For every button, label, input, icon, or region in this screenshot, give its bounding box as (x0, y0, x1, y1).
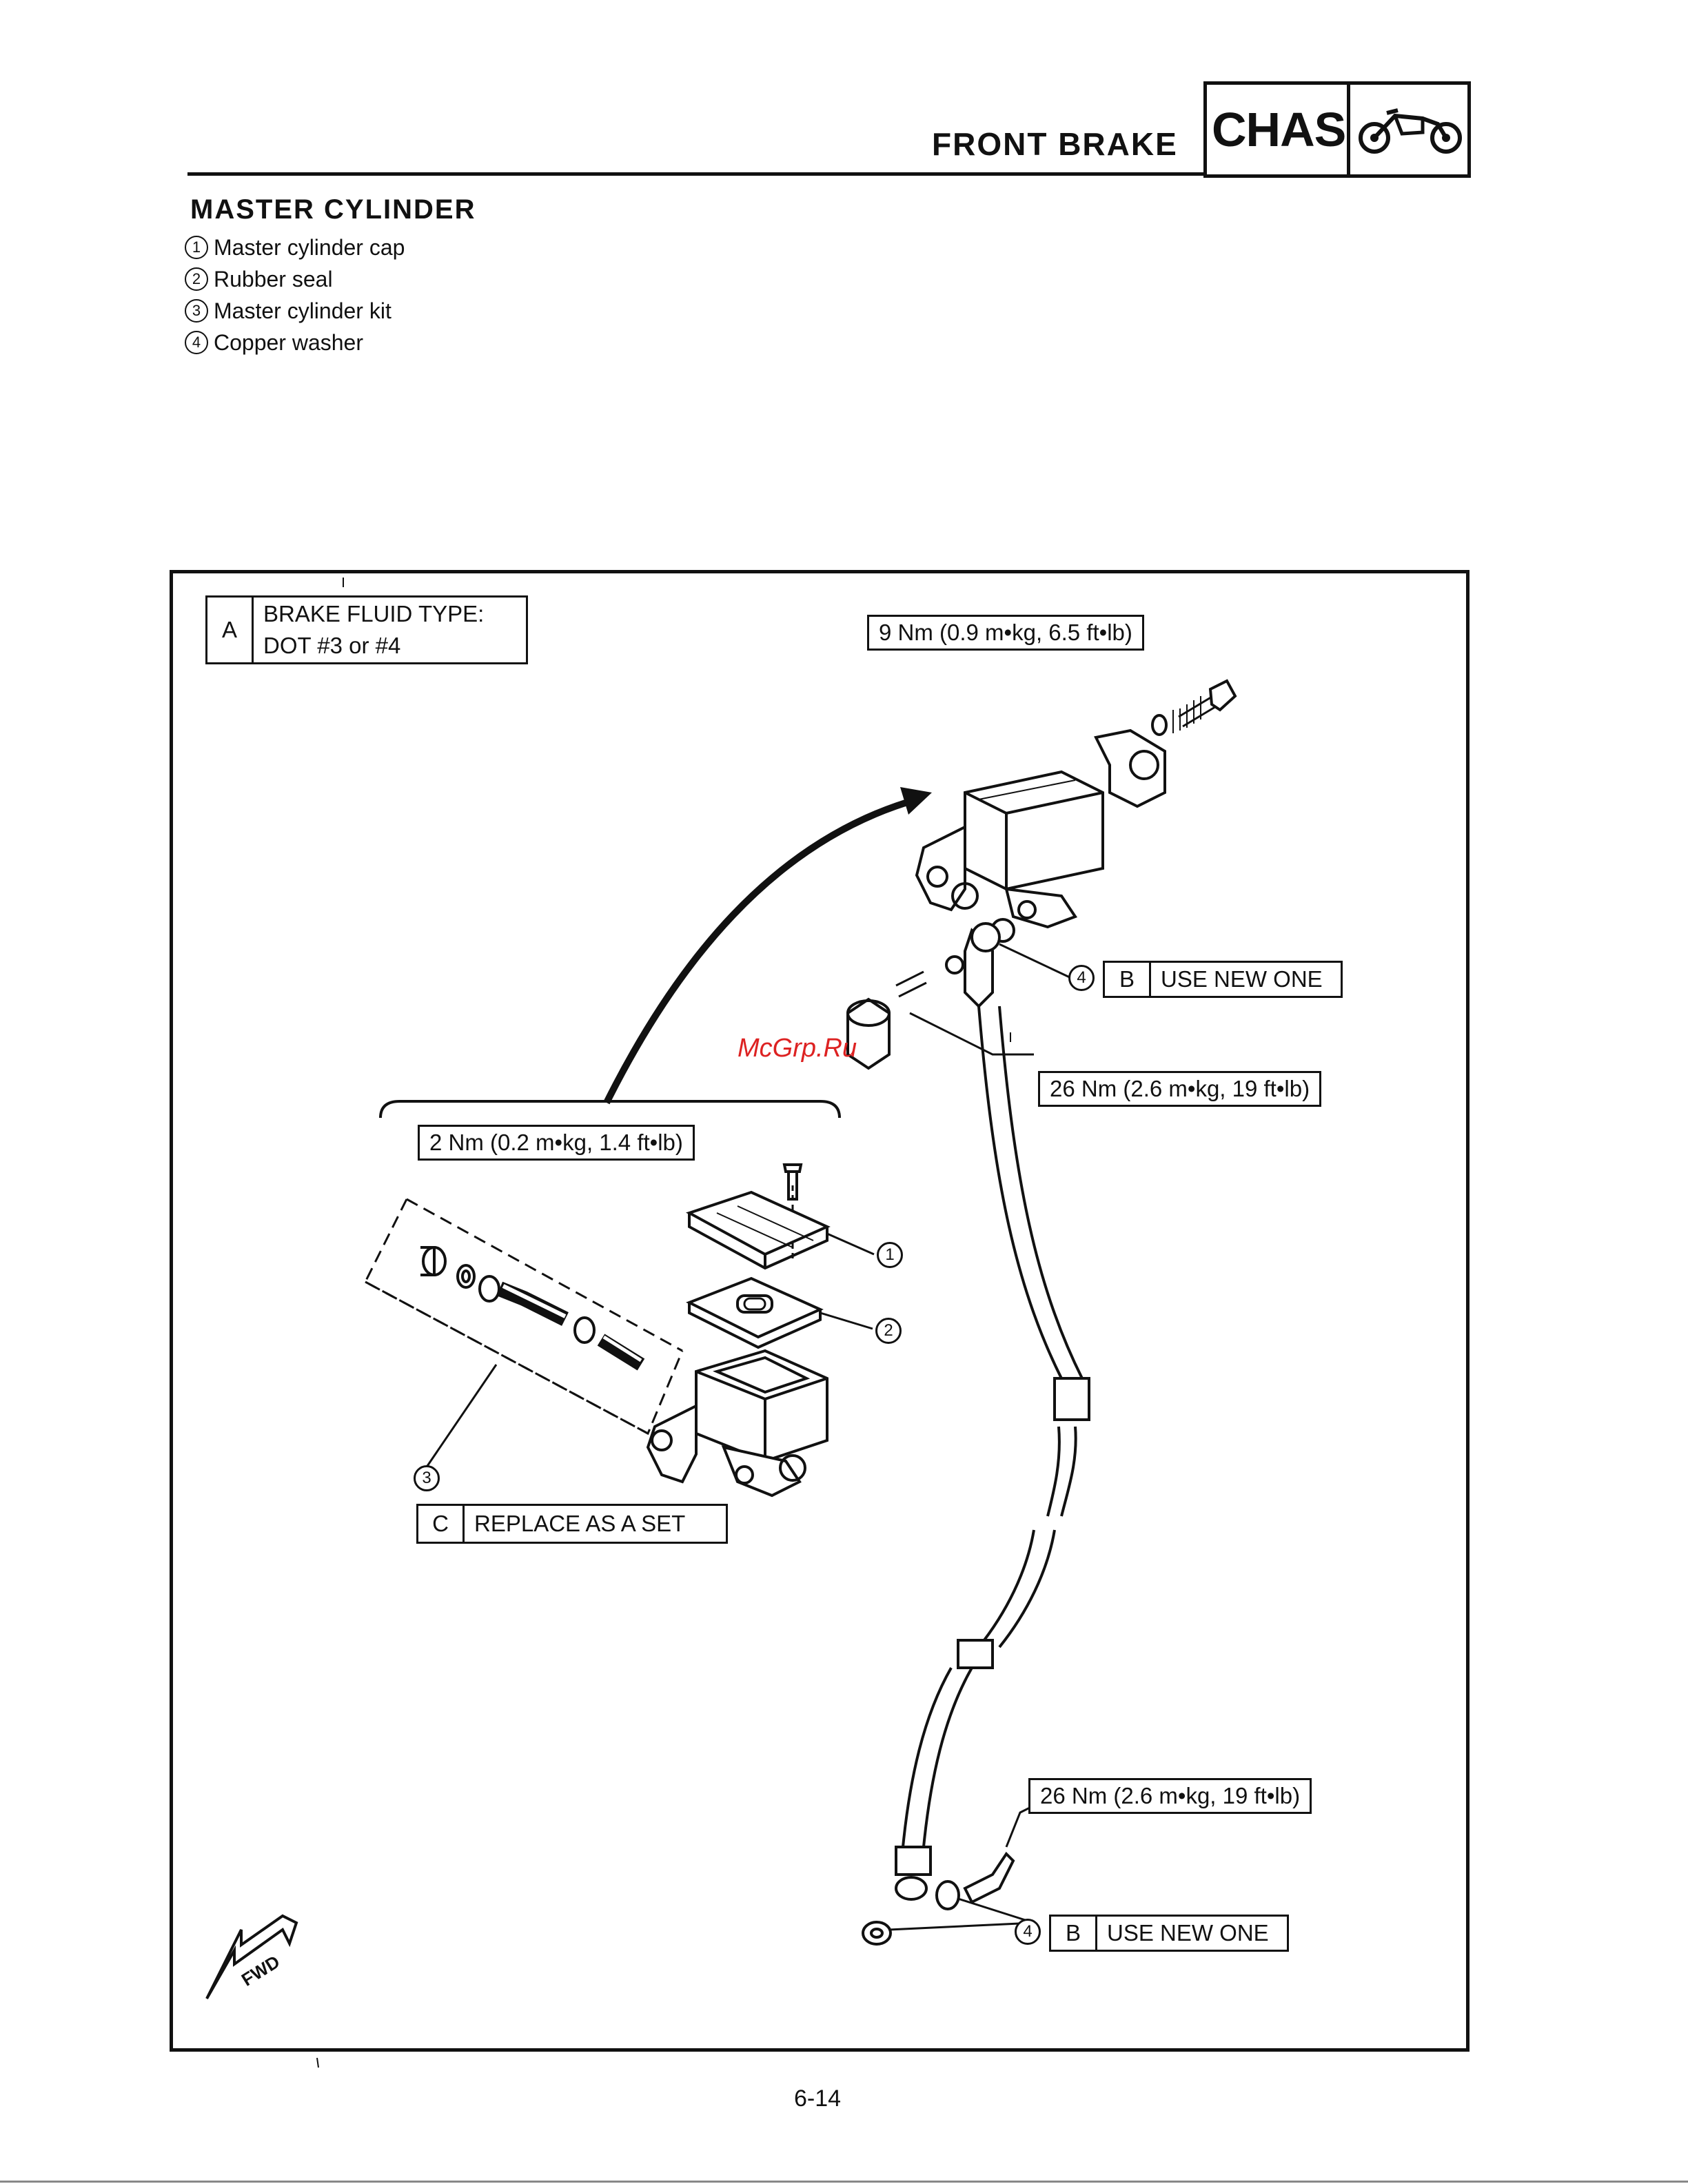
note-a-text: BRAKE FLUID TYPE: DOT #3 or #4 (254, 598, 494, 662)
parts-legend: 1 Master cylinder cap 2 Rubber seal 3 Ma… (185, 232, 405, 358)
diagram-frame (170, 570, 1470, 2052)
section-heading: MASTER CYLINDER (190, 194, 476, 225)
note-a-box: A BRAKE FLUID TYPE: DOT #3 or #4 (205, 595, 528, 664)
note-a-line1: BRAKE FLUID TYPE: (263, 601, 485, 626)
header-rule (187, 172, 1203, 176)
chapter-badge (1203, 81, 1471, 178)
note-a-line2: DOT #3 or #4 (263, 633, 401, 658)
note-c-key: C (418, 1506, 465, 1542)
callout-4-upper: 4 (1068, 965, 1095, 991)
watermark: McGrp.Ru (738, 1034, 857, 1063)
note-c-box: C REPLACE AS A SET (416, 1504, 728, 1544)
callout-3: 3 (414, 1465, 440, 1491)
callout-2: 2 (875, 1318, 902, 1344)
part-number: 2 (185, 267, 208, 291)
assembly-arrow (603, 796, 918, 1105)
part-label: Copper washer (214, 330, 363, 355)
note-b-upper-box: B USE NEW ONE (1103, 961, 1343, 998)
torque-spec-cap-screw: 2 Nm (0.2 m•kg, 1.4 ft•lb) (418, 1125, 695, 1161)
note-b-lower-box: B USE NEW ONE (1049, 1915, 1289, 1952)
master-cylinder-lower (646, 1163, 831, 1498)
note-c-text: REPLACE AS A SET (474, 1511, 686, 1536)
part-label: Master cylinder cap (214, 235, 405, 260)
note-a-key: A (207, 598, 254, 662)
note-b-key: B (1105, 963, 1151, 996)
chapter-badge-label: CHAS (1212, 103, 1346, 156)
list-item: 4 Copper washer (185, 327, 405, 358)
torque-spec-clamp-bolt: 9 Nm (0.9 m•kg, 6.5 ft•lb) (867, 615, 1144, 651)
page-section-title: FRONT BRAKE (932, 126, 1178, 162)
fwd-arrow (205, 1914, 298, 1999)
page-number: 6-14 (794, 2085, 842, 2112)
part-number: 1 (185, 236, 208, 259)
part-number: 3 (185, 299, 208, 323)
list-item: 2 Rubber seal (185, 263, 405, 295)
motorcycle-icon (1359, 108, 1462, 154)
chapter-badge-divider (1347, 83, 1350, 176)
part-label: Master cylinder kit (214, 298, 392, 323)
banjo-fitting-upper (846, 918, 1015, 1070)
callout-4-lower: 4 (1015, 1919, 1041, 1945)
torque-spec-banjo-upper: 26 Nm (2.6 m•kg, 19 ft•lb) (1038, 1071, 1322, 1107)
banjo-fitting-lower (862, 1851, 1035, 1946)
note-b-key: B (1051, 1917, 1097, 1950)
part-label: Rubber seal (214, 267, 333, 292)
torque-spec-banjo-lower: 26 Nm (2.6 m•kg, 19 ft•lb) (1028, 1778, 1312, 1814)
master-cylinder-upper (915, 679, 1237, 929)
list-item: 1 Master cylinder cap (185, 232, 405, 263)
note-b-text: USE NEW ONE (1161, 966, 1323, 992)
part-number: 4 (185, 331, 208, 354)
note-b-text: USE NEW ONE (1107, 1920, 1269, 1946)
list-item: 3 Master cylinder kit (185, 295, 405, 327)
page-bottom-edge (0, 2181, 1688, 2183)
master-cylinder-kit (364, 1198, 684, 1436)
brake-hose (895, 1006, 1090, 1901)
callout-1: 1 (877, 1242, 903, 1268)
